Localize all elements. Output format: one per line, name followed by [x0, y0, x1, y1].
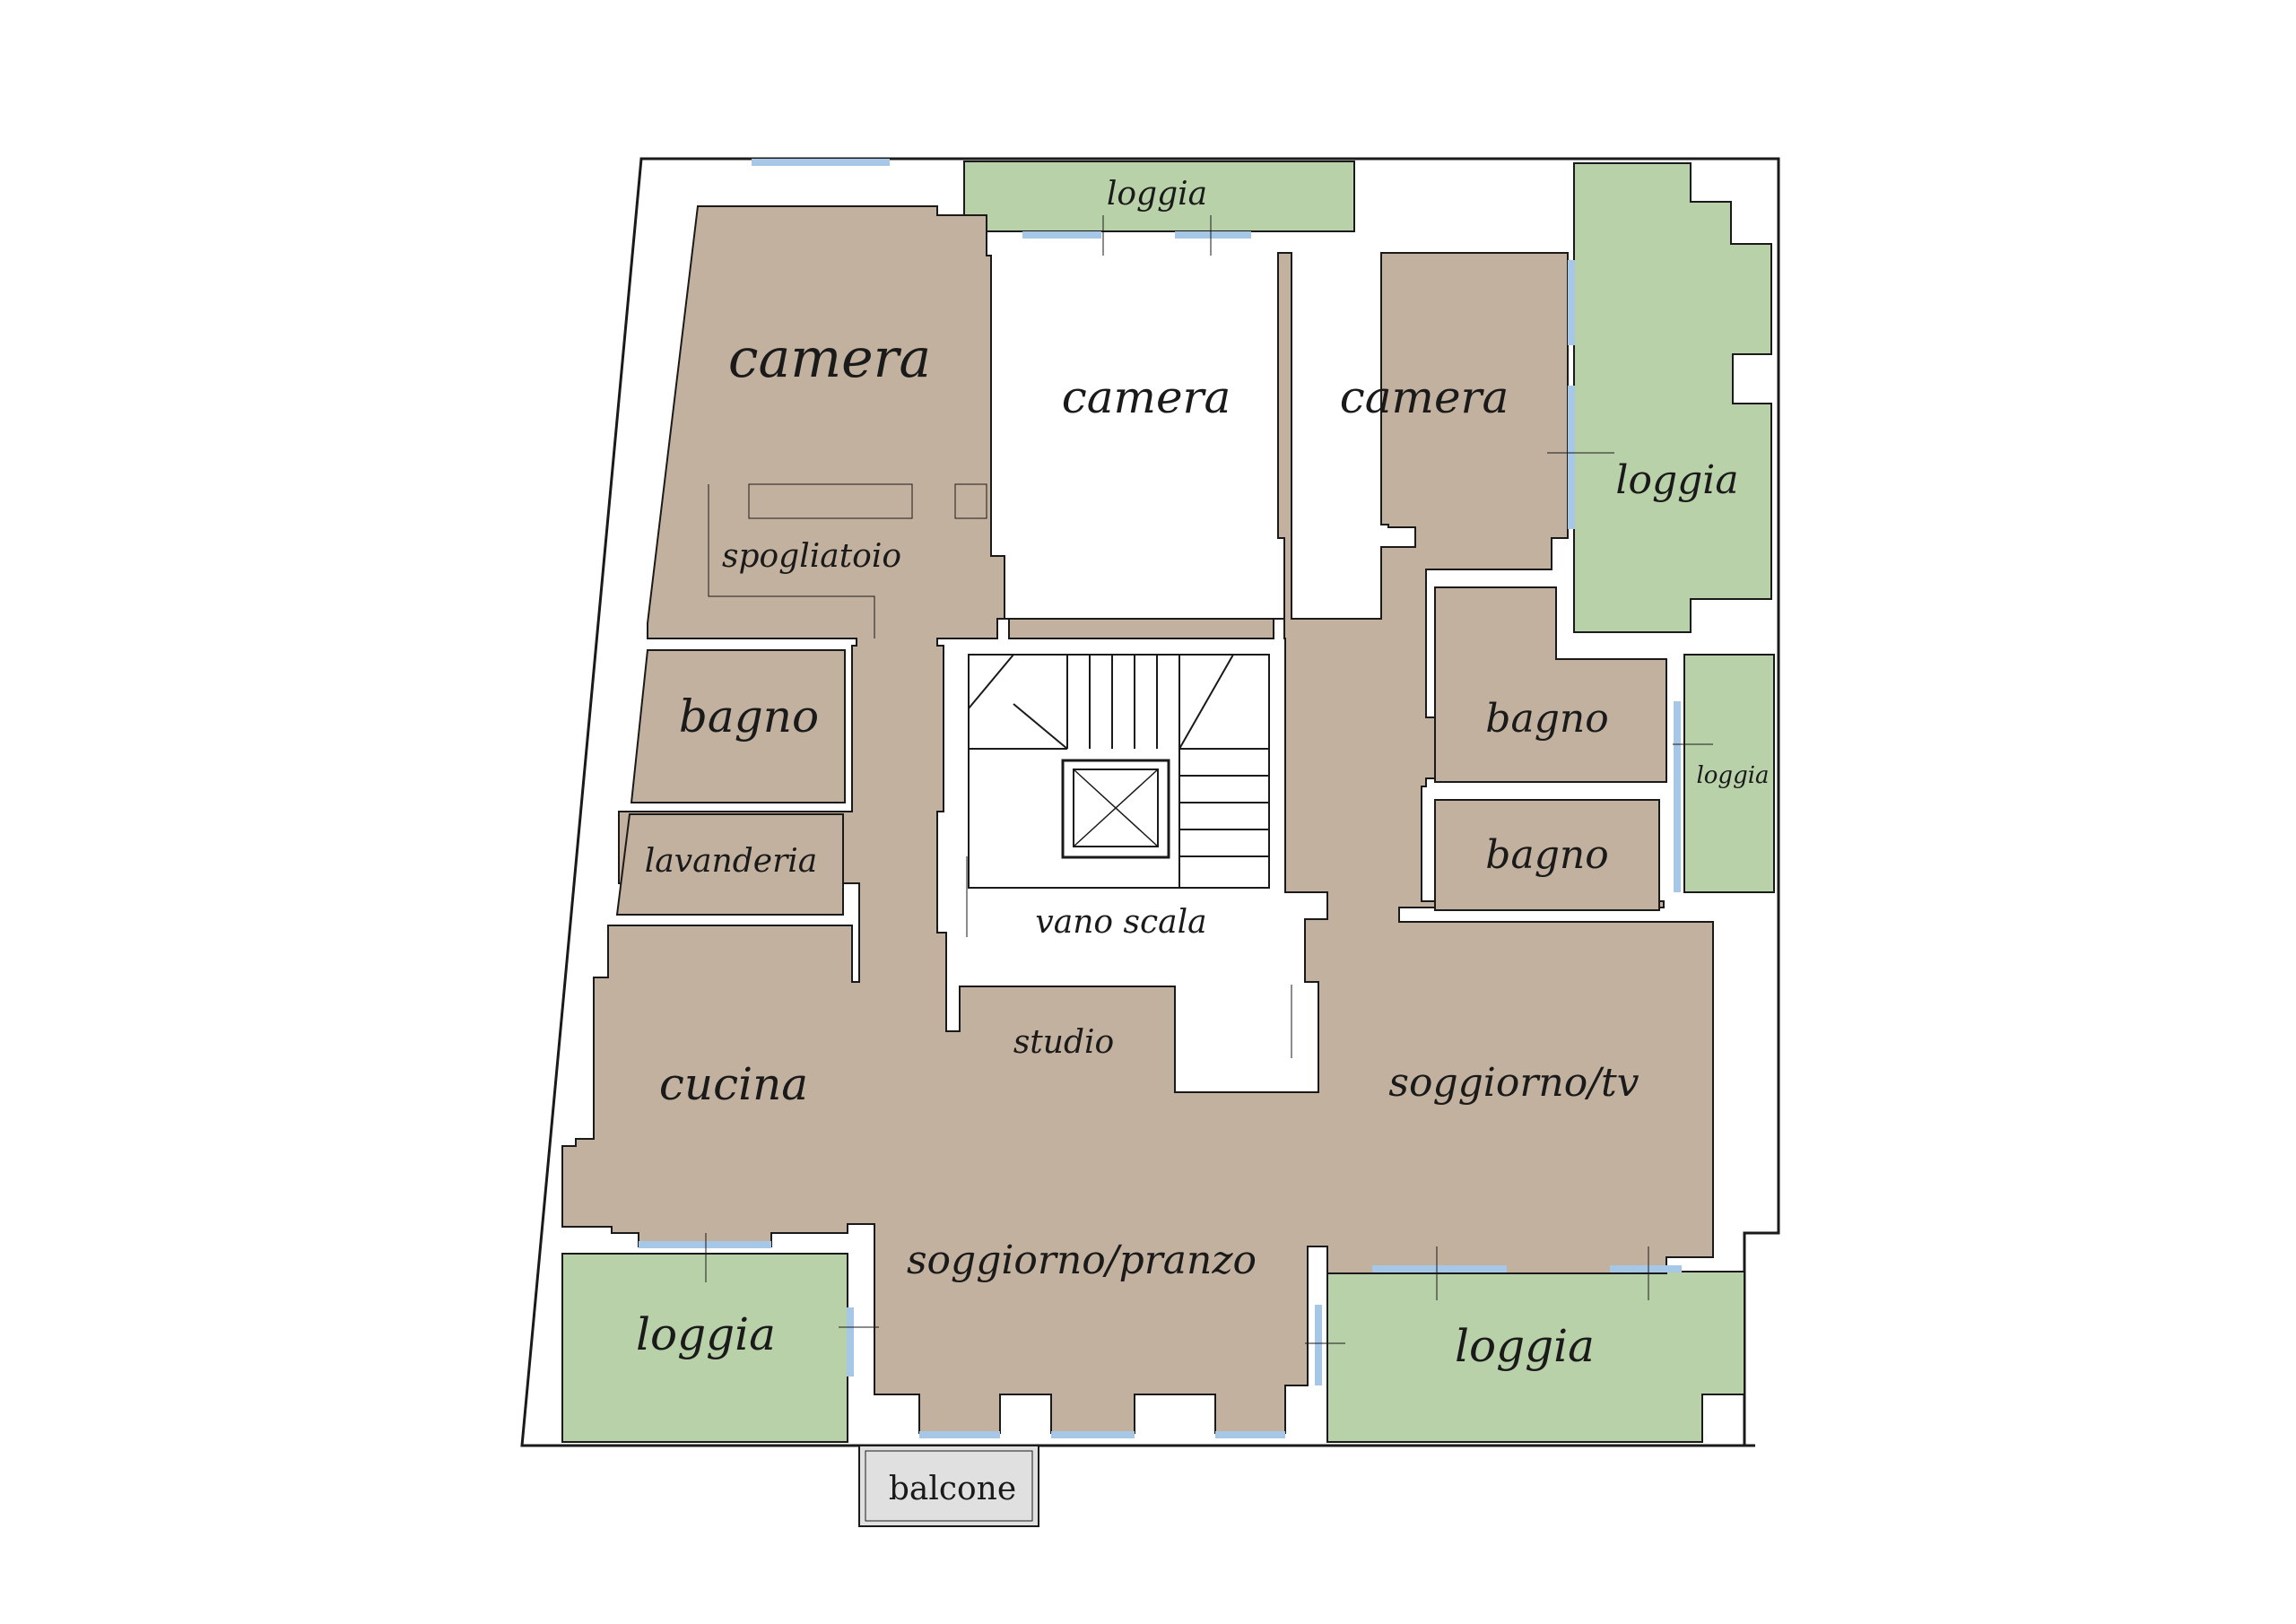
label-loggia-bottom-right: loggia [1455, 1320, 1595, 1372]
balcony [858, 1445, 1039, 1527]
loggia-right-mid [1683, 654, 1775, 893]
label-spogliatoio: spogliatoio [722, 538, 901, 575]
room-bagno-left [630, 649, 846, 803]
label-bagno-right-bottom: bagno [1485, 832, 1608, 878]
label-studio: studio [1013, 1024, 1114, 1061]
label-vano-scala: vano scala [1035, 904, 1206, 941]
label-balcone: balcone [889, 1471, 1016, 1507]
label-cucina: cucina [659, 1058, 808, 1110]
label-camera-right: camera [1340, 371, 1509, 423]
room-bagno-right-bottom [1434, 799, 1660, 911]
room-bagno-right-top [1434, 586, 1667, 783]
label-bagno-right-top: bagno [1485, 696, 1608, 742]
loggia-top [963, 161, 1355, 232]
loggia-right-top [1573, 162, 1772, 633]
room-lavanderia [615, 813, 844, 916]
door-marks [705, 215, 1713, 1344]
label-soggiorno-pranzo: soggiorno/pranzo [907, 1238, 1257, 1283]
label-camera-center: camera [1062, 371, 1231, 423]
label-camera-left: camera [728, 327, 931, 390]
label-soggiorno-tv: soggiorno/tv [1388, 1060, 1639, 1106]
loggia-bottom-right [1326, 1271, 1745, 1443]
windows [639, 159, 1682, 1438]
label-loggia-right-mid: loggia [1696, 762, 1769, 789]
label-bagno-left: bagno [679, 690, 819, 743]
label-loggia-right-top: loggia [1615, 457, 1738, 503]
stair-treads [968, 654, 1269, 889]
label-loggia-top: loggia [1107, 176, 1207, 213]
label-loggia-bottom-left: loggia [636, 1308, 776, 1360]
label-lavanderia: lavanderia [645, 843, 818, 880]
